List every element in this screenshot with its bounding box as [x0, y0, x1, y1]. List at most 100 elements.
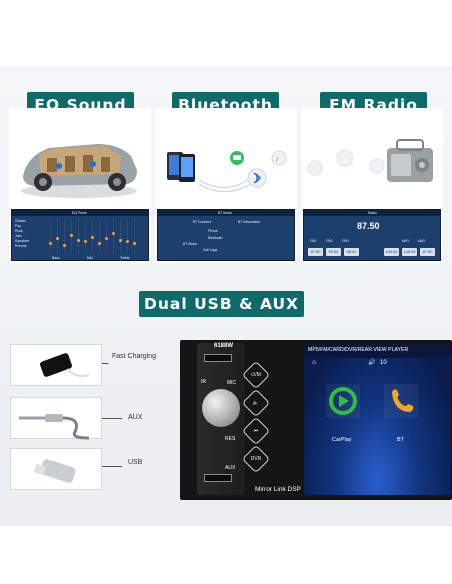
dvr-button[interactable]: DVR — [241, 444, 271, 474]
head-unit-buttons: ⏻/M 🔈 ⏮ DVR — [241, 360, 271, 474]
bt-line[interactable]: Call Logs — [203, 248, 218, 252]
aux-port-label: AUX — [225, 465, 236, 471]
volume-icon: 🔊 — [368, 360, 376, 366]
eq-band-track — [78, 219, 79, 253]
screen-title: MP5/FM/CARD/DVR/REAR VIEW PLAYER — [308, 347, 409, 353]
bt-line[interactable]: BT Music — [183, 242, 198, 246]
fast-charging-label: Fast Charging — [112, 353, 156, 360]
eq-band-track — [99, 219, 100, 253]
previous-button[interactable]: ⏮ — [241, 416, 271, 446]
eq-band-label: Mid — [87, 256, 93, 260]
bt-line[interactable]: Bluetooth — [208, 236, 223, 240]
phone-icon — [392, 389, 414, 412]
eq-band-handle[interactable] — [49, 242, 52, 246]
eq-band-handle[interactable] — [56, 237, 59, 241]
fm-screen-title: Radio — [368, 211, 377, 215]
eq-band-handle[interactable] — [112, 232, 115, 236]
bt-label: BT — [397, 437, 405, 443]
bt-tab[interactable]: BT Information — [238, 220, 261, 224]
eq-mini-screen: EQ Prese Classic Pop Rock Jazz Equalizer… — [11, 209, 149, 261]
eq-band-label: Treble — [120, 256, 130, 260]
eq-band-handle[interactable] — [63, 243, 66, 247]
head-unit-screen[interactable]: MP5/FM/CARD/DVR/REAR VIEW PLAYER ⌂ 🔊 10 … — [304, 344, 451, 495]
eq-band-handle[interactable] — [119, 238, 122, 242]
fm-band[interactable]: FM2 — [326, 239, 333, 243]
eq-band-handle[interactable] — [91, 235, 94, 239]
eq-band-handle[interactable] — [133, 242, 136, 246]
phone-charging-icon — [40, 353, 90, 378]
eq-band-track — [113, 219, 114, 253]
usb-port-top[interactable] — [204, 354, 232, 362]
dual-usb-aux-title: Dual USB & AUX — [139, 291, 304, 317]
eq-band-track — [120, 219, 121, 253]
eq-row[interactable]: Pop — [15, 224, 22, 228]
mic-label: MIC — [227, 380, 237, 386]
eq-band-track — [127, 219, 128, 253]
bluetooth-panel: ♪ BT Music BT Connect BT Information Pho… — [155, 108, 297, 263]
mute-button[interactable]: 🔈 — [241, 388, 271, 418]
eq-row[interactable]: Equalizer — [15, 239, 30, 243]
eq-row[interactable]: Presets — [15, 244, 27, 248]
fm-band[interactable]: AM1 — [402, 239, 409, 243]
background-bottom — [0, 526, 452, 584]
leader-line — [102, 466, 122, 467]
leader-line — [102, 363, 108, 364]
eq-band-track — [134, 219, 135, 253]
fm-preset-button[interactable]: 87.50 — [420, 248, 435, 256]
leader-line — [102, 418, 122, 419]
eq-band-handle[interactable] — [70, 233, 73, 237]
eq-band-handle[interactable] — [77, 238, 80, 242]
eq-band-track — [50, 219, 51, 253]
aux-label: AUX — [128, 414, 143, 421]
fm-preset-button[interactable]: 98.00 — [344, 248, 359, 256]
eq-band-track — [85, 219, 86, 253]
usb-label: USB — [128, 459, 143, 466]
eq-band-track — [57, 219, 58, 253]
model-label: 6188W — [214, 343, 234, 349]
mirror-link-dsp-label: Mirror Link DSP — [255, 486, 301, 493]
bt-mini-screen: BT Music BT Connect BT Information Phone… — [157, 209, 295, 261]
eq-band-handle[interactable] — [98, 242, 101, 246]
eq-row[interactable]: Classic — [15, 219, 26, 223]
car-cutaway-image — [21, 144, 137, 198]
fm-preset-button[interactable]: 108.00 — [402, 248, 417, 256]
volume-value: 10 — [380, 360, 387, 366]
svg-text:♪: ♪ — [275, 154, 279, 163]
fm-band[interactable]: FM1 — [310, 239, 317, 243]
fm-mini-screen: Radio FM1 FM2 FM3 AM1 AM2 87.50 87.50 90… — [303, 209, 441, 261]
eq-row[interactable]: Jazz — [15, 234, 22, 238]
volume-knob[interactable] — [202, 389, 240, 427]
bt-line[interactable]: Phone — [208, 229, 218, 233]
aux-cable-icon — [19, 414, 90, 440]
carplay-tile[interactable] — [326, 384, 360, 418]
fm-frequency: 87.50 — [357, 221, 380, 231]
fast-charging-box — [10, 344, 102, 386]
power-mode-button[interactable]: ⏻/M — [241, 360, 271, 390]
eq-band-track — [64, 219, 65, 253]
bt-phone-tile[interactable] — [384, 384, 418, 418]
fm-preset-button[interactable]: 106.00 — [384, 248, 399, 256]
fm-band[interactable]: AM2 — [418, 239, 425, 243]
usb-stick-icon — [33, 459, 76, 483]
fm-band[interactable]: FM3 — [342, 239, 349, 243]
aux-box — [10, 397, 102, 440]
usb-box — [10, 448, 102, 490]
home-icon[interactable]: ⌂ — [312, 359, 317, 366]
ir-label: IR — [201, 379, 206, 385]
bluetooth-devices-image: ♪ — [167, 150, 287, 193]
fm-preset-button[interactable]: 90.00 — [326, 248, 341, 256]
eq-screen-title: EQ Prese — [72, 211, 87, 215]
bt-tab[interactable]: BT Connect — [193, 220, 211, 224]
fm-preset-button[interactable]: 87.50 — [308, 248, 323, 256]
usb-port-bottom[interactable] — [204, 474, 232, 482]
eq-band-label: Bass — [52, 256, 60, 260]
eq-band-handle[interactable] — [105, 237, 108, 241]
eq-band-handle[interactable] — [126, 240, 129, 244]
fm-panel: Radio FM1 FM2 FM3 AM1 AM2 87.50 87.50 90… — [301, 108, 443, 263]
reset-label: RES — [225, 436, 236, 442]
eq-panel: EQ Prese Classic Pop Rock Jazz Equalizer… — [9, 108, 151, 263]
eq-band-handle[interactable] — [84, 240, 87, 244]
eq-row[interactable]: Rock — [15, 229, 23, 233]
carplay-icon — [329, 387, 357, 415]
radio-image — [307, 139, 433, 182]
